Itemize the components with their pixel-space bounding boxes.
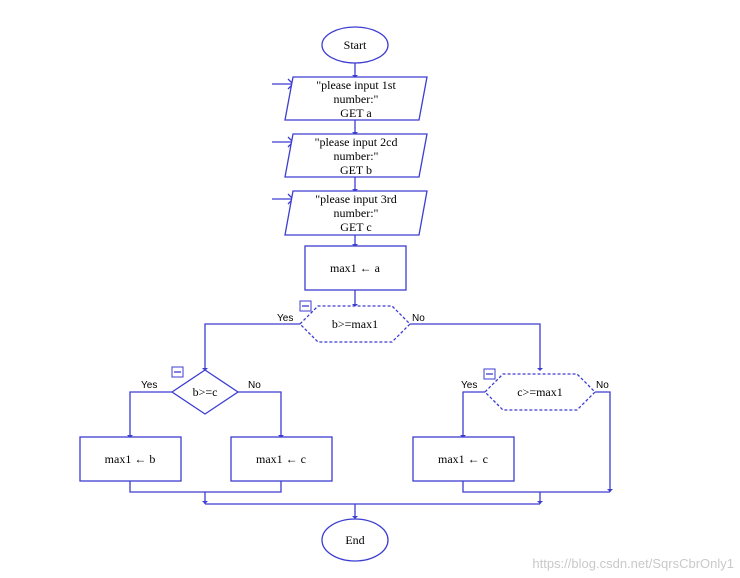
yes-label-1: Yes — [277, 313, 293, 324]
collapse-toggle-3[interactable] — [483, 368, 496, 380]
input1-line2: number:" — [334, 92, 379, 106]
input-node-3[interactable]: "please input 3rd number:" GET c — [284, 190, 428, 236]
edge-cond1-yes — [204, 323, 300, 370]
arrowhead — [202, 501, 208, 504]
edge-cond3-no — [595, 391, 611, 492]
end-node[interactable]: End — [321, 518, 389, 562]
start-node[interactable]: Start — [321, 26, 389, 64]
assign-c-left-label: max1 ← c — [256, 452, 306, 466]
input1-line1: "please input 1st — [316, 78, 396, 92]
cond-b-c-label: b>=c — [193, 385, 218, 399]
process-assign-c-left[interactable]: max1 ← c — [230, 436, 333, 482]
yes-label-2: Yes — [141, 380, 157, 391]
edge-cond2-no — [238, 391, 282, 437]
edge-cond2-yes — [129, 391, 172, 437]
collapse-toggle-2[interactable] — [171, 366, 184, 378]
yes-label-3: Yes — [461, 380, 477, 391]
input3-line1: "please input 3rd — [315, 192, 397, 206]
decision-b-max1[interactable]: b>=max1 — [299, 305, 411, 343]
edge-cond3-yes — [462, 391, 485, 437]
arrowhead — [537, 368, 543, 371]
decision-b-c[interactable]: b>=c — [170, 369, 240, 415]
end-label: End — [345, 533, 364, 547]
edge-merge-right — [462, 481, 610, 493]
input3-line2: number:" — [334, 206, 379, 220]
cond-c-max1-label: c>=max1 — [517, 385, 563, 399]
arrowhead — [352, 516, 358, 519]
cond-b-max1-label: b>=max1 — [332, 317, 378, 331]
arrowhead — [607, 489, 613, 492]
no-label-3: No — [596, 380, 609, 391]
start-label: Start — [344, 38, 367, 52]
input-node-1[interactable]: "please input 1st number:" GET a — [284, 76, 428, 121]
assign-b-label: max1 ← b — [105, 452, 156, 466]
input2-line3: GET b — [340, 163, 372, 177]
process-assign-b[interactable]: max1 ← b — [79, 436, 182, 482]
arrowhead — [537, 501, 543, 504]
input3-line3: GET c — [340, 220, 371, 234]
assign-c-right-label: max1 ← c — [438, 452, 488, 466]
edge-cond1-no — [410, 323, 541, 370]
decision-c-max1[interactable]: c>=max1 — [484, 373, 596, 411]
assign-a-label: max1 ← a — [330, 261, 381, 275]
edge-merge-left — [129, 481, 282, 493]
no-label-2: No — [248, 380, 261, 391]
no-label-1: No — [412, 313, 425, 324]
input1-line3: GET a — [340, 106, 372, 120]
input-node-2[interactable]: "please input 2cd number:" GET b — [284, 133, 428, 178]
process-assign-c-right[interactable]: max1 ← c — [412, 436, 515, 482]
input2-line1: "please input 2cd — [315, 135, 398, 149]
collapse-toggle-1[interactable] — [299, 300, 312, 312]
watermark-text: https://blog.csdn.net/SqrsCbrOnly1 — [532, 556, 734, 571]
input2-line2: number:" — [334, 149, 379, 163]
process-assign-a[interactable]: max1 ← a — [304, 245, 407, 291]
